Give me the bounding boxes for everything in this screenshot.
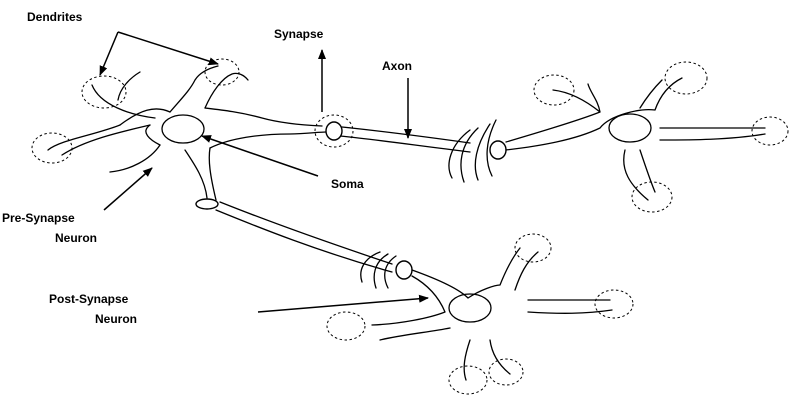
pre-neuron-soma	[162, 115, 204, 143]
label-post-synapse-line1: Post-Synapse	[49, 292, 129, 306]
post-receiving-arcs	[361, 252, 396, 288]
post-synapse-arrow	[258, 298, 428, 312]
right-synapse-knob	[490, 141, 506, 159]
label-pre-synapse-line2: Neuron	[55, 231, 97, 245]
label-dendrites: Dendrites	[27, 10, 83, 24]
post-neuron-dendrite-tip	[449, 366, 487, 394]
label-soma: Soma	[331, 177, 364, 191]
post-synapse-knob	[396, 261, 412, 279]
right-neuron-soma	[609, 114, 651, 142]
synapse-knob	[326, 122, 342, 140]
annotation-arrows	[100, 32, 428, 312]
dendrites-arrow-right	[118, 32, 218, 64]
post-neuron-dendrite-tip	[327, 312, 365, 340]
pre-synapse-neuron	[32, 59, 470, 272]
right-neuron-dendrite-tip	[632, 182, 672, 212]
right-neuron	[449, 62, 788, 212]
right-neuron-dendrite-tip	[752, 117, 788, 145]
label-pre-synapse-line1: Pre-Synapse	[2, 211, 75, 225]
pre-axon-upper	[340, 127, 470, 152]
pre-neuron-body-outline	[120, 108, 326, 148]
pre-synapse-arrow	[104, 168, 152, 210]
pre-neuron-branch-upper	[170, 66, 248, 112]
post-neuron-dendrite-tip	[595, 290, 633, 318]
dendrites-arrow-left	[100, 32, 118, 75]
right-neuron-dendrite-tip	[665, 62, 707, 94]
pre-neuron-dendrite-tip	[82, 76, 126, 108]
right-neuron-branches	[506, 78, 765, 200]
post-neuron-soma	[449, 294, 491, 322]
label-axon: Axon	[382, 59, 412, 73]
post-neuron-dendrite-tip	[489, 359, 523, 385]
soma-arrow	[202, 136, 318, 176]
axon-terminal-knob	[196, 199, 218, 209]
label-synapse: Synapse	[274, 27, 324, 41]
right-receiving-arcs	[449, 120, 496, 182]
label-post-synapse-line2: Neuron	[95, 312, 137, 326]
